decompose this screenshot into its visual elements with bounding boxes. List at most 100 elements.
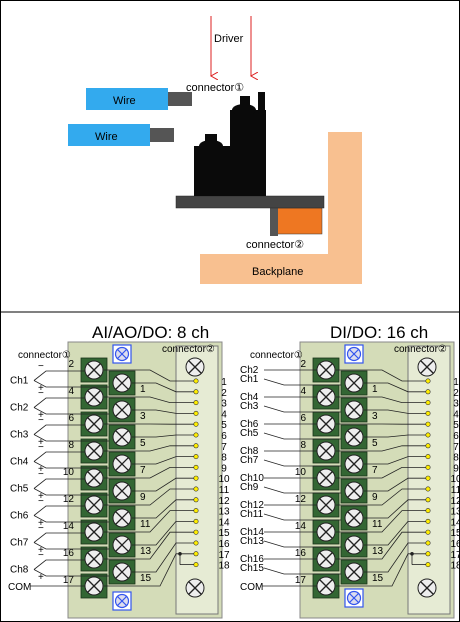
connector2-pin-number: 2 bbox=[221, 388, 227, 399]
minus-sign: − bbox=[38, 496, 44, 507]
terminal-screw-left bbox=[316, 522, 336, 542]
lead-line bbox=[33, 505, 85, 516]
lead-line bbox=[33, 370, 85, 381]
connector2-pin-dot bbox=[193, 497, 199, 503]
channel-label: Ch11 bbox=[240, 509, 264, 520]
wire-trace bbox=[364, 499, 426, 519]
connector2-pin-dot bbox=[193, 421, 199, 427]
connector2-pin-dot bbox=[193, 389, 199, 395]
plus-sign: + bbox=[38, 437, 44, 448]
channel-label: Ch4 bbox=[240, 392, 259, 403]
connector2-pin-number: 12 bbox=[218, 496, 230, 507]
connector1-label: connector① bbox=[250, 350, 303, 361]
blue-screw-top bbox=[344, 344, 364, 364]
terminal-screw-left bbox=[84, 495, 104, 515]
channel-label: Ch12 bbox=[240, 500, 264, 511]
junction-dot bbox=[178, 552, 182, 556]
connector2-pin-dot bbox=[425, 497, 431, 503]
lead-line bbox=[33, 542, 109, 550]
pcb-board bbox=[175, 195, 325, 209]
wire-trace bbox=[132, 456, 194, 465]
pin-number-right: 9 bbox=[140, 492, 146, 503]
lead-line bbox=[263, 567, 341, 575]
connector2-pin-dot bbox=[193, 551, 199, 557]
blue-screw-bottom bbox=[344, 588, 364, 608]
lead-line bbox=[263, 486, 341, 494]
pin-number-right: 15 bbox=[372, 573, 384, 584]
pin-number-right: 11 bbox=[140, 519, 151, 530]
lead-line bbox=[33, 397, 85, 408]
connector2-screw-bottom bbox=[417, 578, 437, 598]
connector2-pin-number: 18 bbox=[450, 561, 460, 572]
wire-trace-com bbox=[104, 553, 194, 587]
wire-trace bbox=[104, 488, 194, 506]
wire-trace bbox=[132, 382, 194, 393]
channel-label: Ch16 bbox=[240, 554, 264, 565]
pin-number-left: 16 bbox=[295, 548, 307, 559]
connector2-pin-dot bbox=[425, 464, 431, 470]
connector2-pin-number: 5 bbox=[221, 420, 227, 431]
connector2-pin-dot bbox=[193, 562, 199, 568]
pin-number-right: 7 bbox=[140, 465, 146, 476]
wire-trace bbox=[336, 396, 426, 404]
channel-label: Ch4 bbox=[10, 457, 29, 468]
pin-number-right: 9 bbox=[372, 492, 378, 503]
connector2-pin-dot bbox=[193, 378, 199, 384]
right-panel-title: DI/DO: 16 ch bbox=[330, 323, 428, 342]
connector2-pin-dot bbox=[193, 508, 199, 514]
wire-top-plug bbox=[168, 92, 192, 106]
connector2-pin-number: 10 bbox=[450, 474, 460, 485]
lead-line bbox=[263, 513, 341, 521]
connector2-pin-number: 11 bbox=[451, 485, 460, 496]
connector2-pin-number: 11 bbox=[219, 485, 230, 496]
connector2-body bbox=[275, 207, 323, 235]
minus-sign: − bbox=[38, 415, 44, 426]
wire-trace bbox=[364, 456, 426, 465]
wire-trace bbox=[132, 434, 194, 438]
connector2-pin-number: 4 bbox=[453, 409, 459, 420]
connector2-pin-dot bbox=[425, 518, 431, 524]
connector2-pin-number: 3 bbox=[453, 399, 459, 410]
channel-label: Ch2 bbox=[240, 365, 259, 376]
connector2-pin-dot bbox=[193, 432, 199, 438]
pin-number-left: 2 bbox=[68, 359, 74, 370]
terminal-screw-left bbox=[316, 576, 336, 596]
terminal-screw-left bbox=[84, 522, 104, 542]
wire-trace-com bbox=[336, 553, 426, 587]
backplane bbox=[200, 132, 362, 284]
connector2-label: connector② bbox=[394, 344, 447, 355]
channel-label: Ch15 bbox=[240, 563, 264, 574]
connector2-pin-dot bbox=[425, 529, 431, 535]
wire-trace bbox=[104, 396, 194, 404]
wire-trace bbox=[132, 542, 194, 573]
connector2-pin-dot bbox=[193, 540, 199, 546]
wire-trace bbox=[104, 466, 194, 479]
pin-number-left: 14 bbox=[295, 521, 307, 532]
connector2-pin-number: 13 bbox=[218, 507, 230, 518]
pin-number-right: 13 bbox=[140, 546, 152, 557]
channel-label: Ch6 bbox=[10, 511, 29, 522]
pin-number-right: 5 bbox=[140, 438, 146, 449]
channel-label: Ch10 bbox=[240, 473, 264, 484]
terminal-screw-left bbox=[316, 468, 336, 488]
terminal-screw-right bbox=[344, 508, 364, 528]
connector2-pin-number: 6 bbox=[453, 431, 459, 442]
connector2-pin-number: 9 bbox=[221, 463, 227, 474]
lead-line bbox=[33, 380, 109, 388]
wire-trace bbox=[336, 466, 426, 479]
wire-trace bbox=[336, 510, 426, 533]
connector1-body bbox=[194, 92, 266, 196]
blue-screw-bottom bbox=[112, 591, 132, 611]
connector2-pin-number: 4 bbox=[221, 409, 227, 420]
connector2-pin-number: 2 bbox=[453, 388, 459, 399]
connector2-pin-dot bbox=[425, 421, 431, 427]
wire-trace bbox=[364, 477, 426, 492]
wire-trace bbox=[104, 445, 194, 452]
channel-label: Ch3 bbox=[240, 401, 259, 412]
lead-line bbox=[33, 407, 109, 415]
connector2-screw-top bbox=[185, 357, 205, 377]
terminal-screw-right bbox=[112, 400, 132, 420]
pin-number-left: 12 bbox=[295, 494, 307, 505]
wire-trace bbox=[364, 382, 426, 393]
channel-label: Ch13 bbox=[240, 536, 264, 547]
